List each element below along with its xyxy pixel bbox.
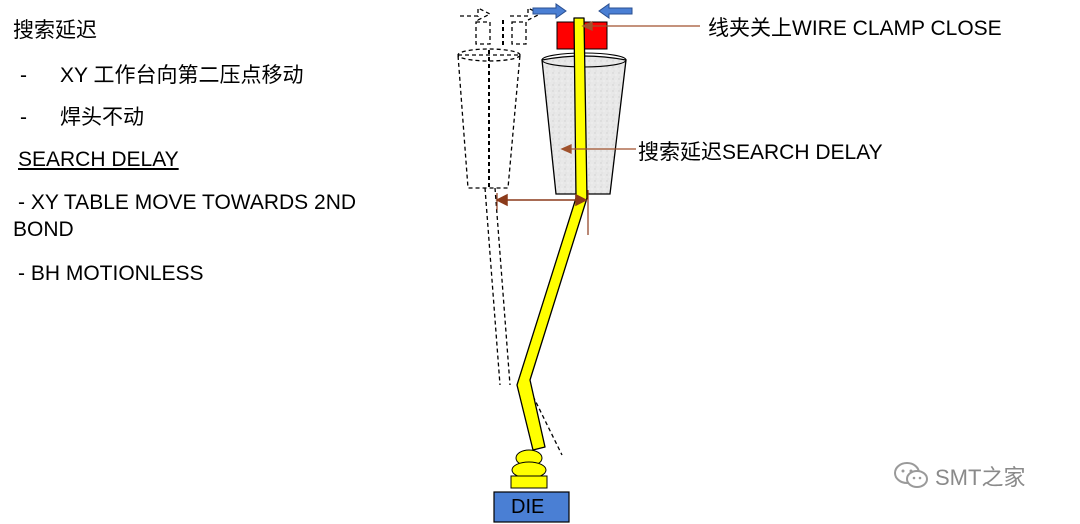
bullet-dash-2: - bbox=[20, 106, 27, 129]
label-die: DIE bbox=[511, 496, 545, 518]
clamp-arrow-left bbox=[598, 3, 633, 19]
bullet-line-2: 焊头不动 bbox=[60, 106, 144, 129]
leader-wire-clamp bbox=[581, 20, 700, 32]
label-wire-clamp: 线夹关上WIRE CLAMP CLOSE bbox=[708, 17, 1002, 40]
wire bbox=[516, 17, 588, 451]
die bbox=[493, 491, 570, 523]
move-distance-arrow bbox=[495, 190, 589, 235]
en-line-2: - BH MOTIONLESS bbox=[18, 262, 204, 285]
clamp-arrow-right bbox=[532, 3, 567, 19]
bullet-line-1: XY 工作台向第二压点移动 bbox=[60, 64, 304, 87]
en-line-1: - XY TABLE MOVE TOWARDS 2ND bbox=[18, 191, 357, 214]
wechat-icon bbox=[894, 462, 928, 488]
title-en: SEARCH DELAY bbox=[18, 148, 179, 171]
previous-position-ghost bbox=[457, 6, 563, 456]
leader-search-delay bbox=[560, 143, 636, 155]
first-bond-ball bbox=[510, 449, 548, 489]
label-search-delay: 搜索延迟SEARCH DELAY bbox=[638, 141, 883, 164]
bullet-dash-1: - bbox=[20, 64, 27, 87]
en-line-1b: BOND bbox=[13, 218, 74, 241]
watermark: SMT之家 bbox=[893, 460, 1025, 492]
title-cn: 搜索延迟 bbox=[13, 19, 97, 42]
watermark-text: SMT之家 bbox=[935, 465, 1026, 490]
